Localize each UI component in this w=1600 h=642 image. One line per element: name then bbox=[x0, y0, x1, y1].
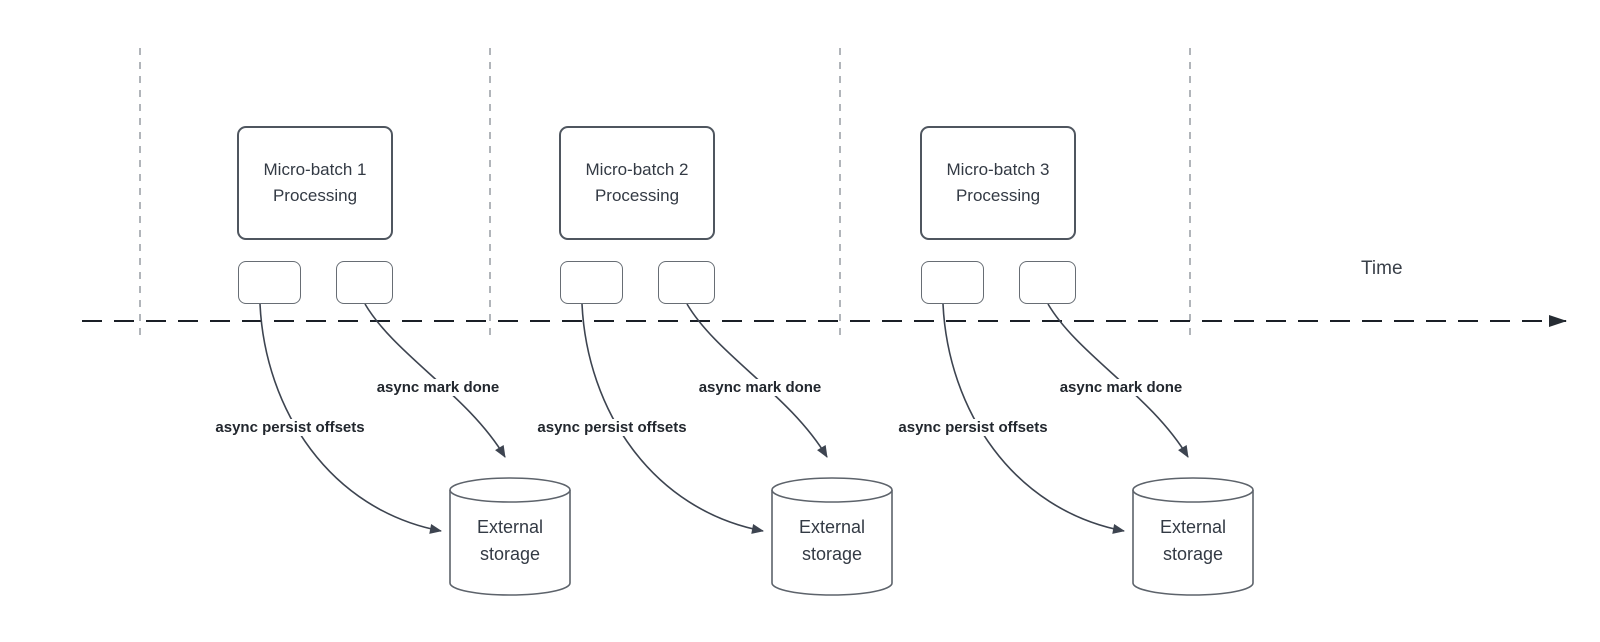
column-1-arrows-and-cylinder bbox=[260, 304, 570, 595]
column-3-arrows-and-cylinder bbox=[943, 304, 1253, 595]
time-axis-label: Time bbox=[1361, 258, 1403, 279]
column-2-arrows-and-cylinder bbox=[582, 304, 892, 595]
